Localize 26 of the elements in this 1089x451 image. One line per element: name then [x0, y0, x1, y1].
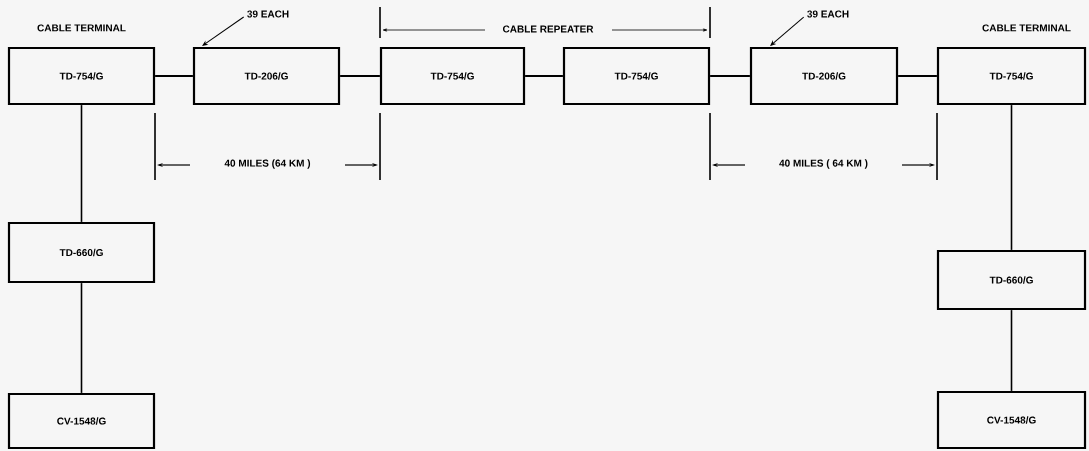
callout-text: 39 EACH: [247, 10, 289, 18]
connector-line: [898, 74, 937, 78]
connector-line: [340, 74, 380, 78]
callout-text: 39 EACH: [807, 10, 849, 18]
unit-box: TD-754/G: [379, 46, 526, 106]
connector-line: [80, 104, 83, 223]
unit-box: TD-754/G: [7, 46, 156, 106]
connector-line: [710, 74, 750, 78]
connector-line: [1010, 104, 1013, 251]
unit-box: TD-754/G: [562, 46, 711, 106]
unit-box: TD-660/G: [936, 249, 1087, 311]
unit-box: TD-660/G: [7, 221, 156, 284]
heading: CABLE TERMINAL: [982, 24, 1071, 32]
heading: CABLE TERMINAL: [37, 24, 126, 32]
connector-line: [155, 74, 193, 78]
connector-line: [525, 74, 563, 78]
dimension-label: 40 MILES ( 64 KM ): [779, 159, 868, 169]
unit-box: CV-1548/G: [936, 390, 1087, 450]
unit-box: TD-754/G: [936, 46, 1087, 106]
dimension-label: CABLE REPEATER: [502, 25, 594, 33]
connector-line: [1010, 309, 1013, 392]
unit-box: TD-206/G: [192, 46, 341, 106]
unit-box: TD-206/G: [749, 46, 899, 106]
connector-line: [80, 282, 83, 394]
unit-box: CV-1548/G: [7, 392, 156, 450]
dimension-label: 40 MILES (64 KM ): [224, 159, 311, 169]
